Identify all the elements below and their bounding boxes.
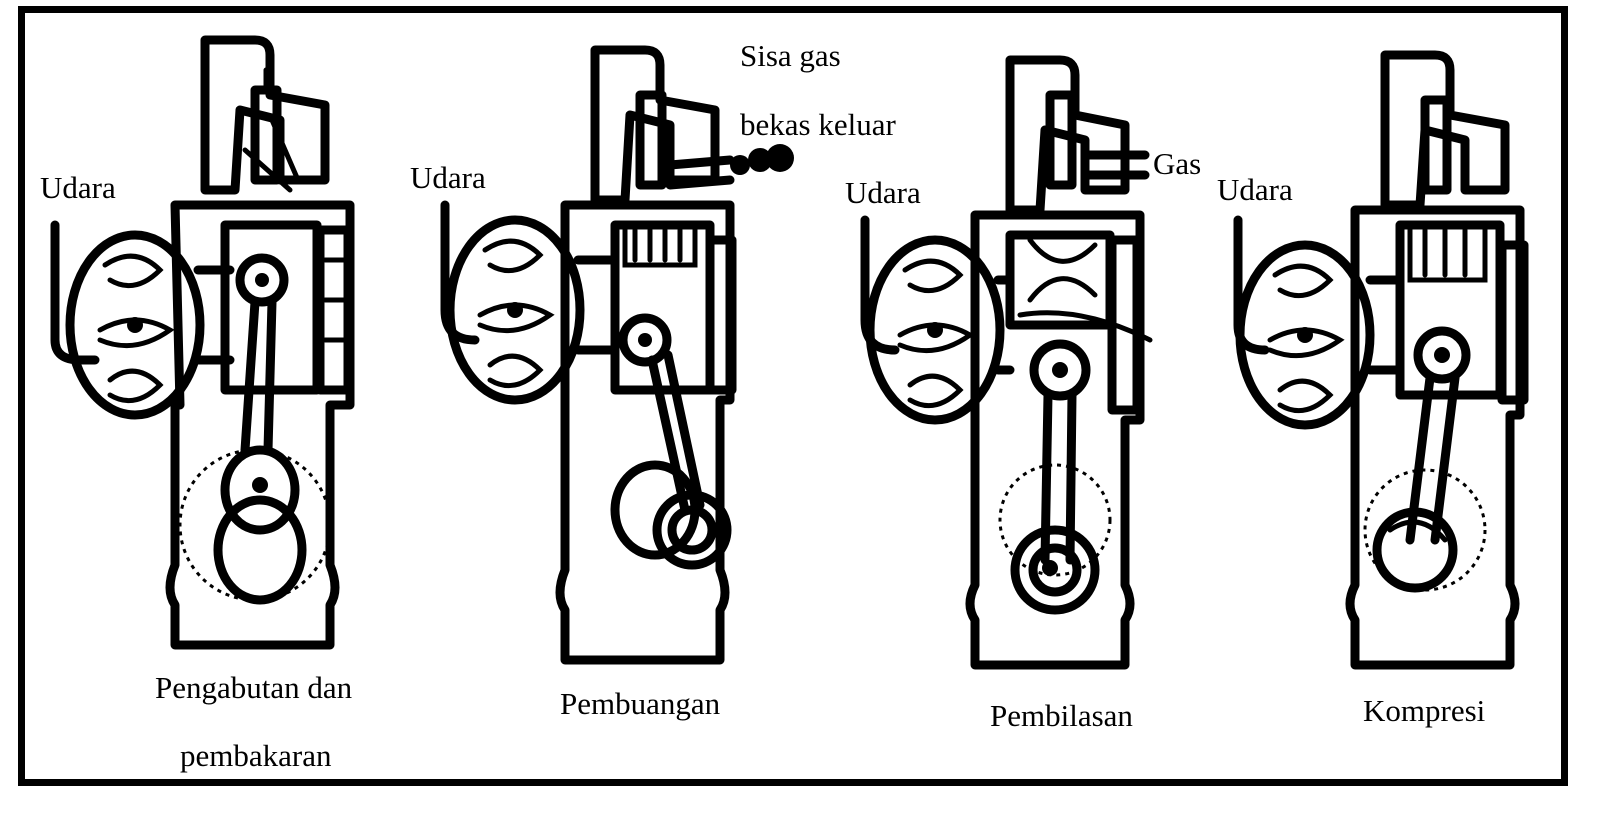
caption-combustion-line2: pembakaran xyxy=(180,738,332,773)
air-label-compression: Udara xyxy=(1217,172,1293,207)
caption-scavenging: Pembilasan xyxy=(990,698,1133,733)
caption-compression: Kompresi xyxy=(1363,693,1486,728)
caption-combustion-line1: Pengabutan dan xyxy=(155,670,353,705)
air-label-combustion: Udara xyxy=(40,170,116,205)
caption-exhaust: Pembuangan xyxy=(560,686,721,721)
engine-compression xyxy=(1233,50,1529,670)
air-label-scavenging: Udara xyxy=(845,175,921,210)
air-label-exhaust: Udara xyxy=(410,160,486,195)
engine-combustion xyxy=(50,35,355,650)
engine-exhaust xyxy=(440,45,794,665)
exhaust-gas-label-line2: bekas keluar xyxy=(740,107,896,142)
engine-scavenging xyxy=(860,55,1153,670)
gas-label: Gas xyxy=(1153,146,1202,181)
exhaust-gas-label-line1: Sisa gas xyxy=(740,38,841,73)
